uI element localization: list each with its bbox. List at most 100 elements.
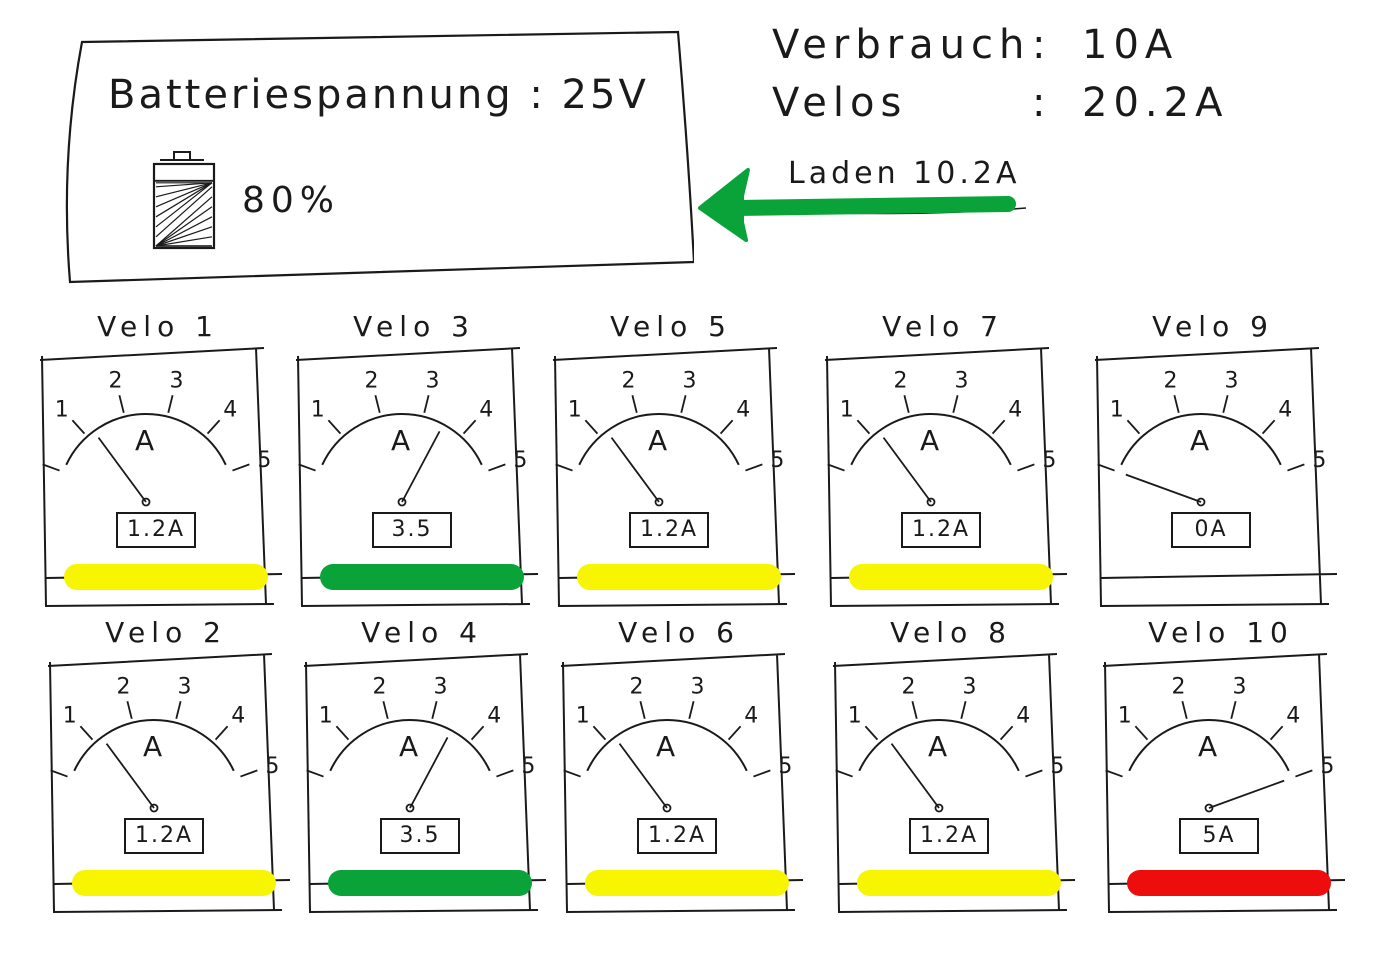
velo-meter-frame bbox=[39, 347, 282, 608]
dial-tick-label: 3 bbox=[954, 369, 968, 394]
dial-tick-label: 4 bbox=[1016, 703, 1030, 728]
velos-value: 20.2A bbox=[1082, 80, 1229, 126]
dial-tick bbox=[563, 769, 581, 778]
current-readout: 3.5 bbox=[391, 517, 433, 542]
dial-pivot bbox=[934, 803, 944, 813]
dial-needle bbox=[618, 743, 668, 809]
dial-tick bbox=[214, 725, 229, 741]
battery-panel: Batteriespannung : 25V 80% bbox=[58, 30, 694, 286]
dial-tick bbox=[126, 701, 133, 719]
dial-tick-label: 2 bbox=[109, 369, 123, 394]
dial-tick bbox=[382, 701, 389, 719]
dial-tick bbox=[903, 395, 910, 413]
dial-tick bbox=[327, 419, 342, 435]
velo-meter: Velo 10012345A5A bbox=[1101, 616, 1345, 952]
current-readout: 1.2A bbox=[134, 823, 194, 848]
dial-needle bbox=[97, 437, 147, 503]
dial-tick bbox=[50, 769, 68, 778]
dial-tick bbox=[952, 395, 959, 413]
dial-tick bbox=[374, 395, 381, 413]
dial-arc bbox=[329, 719, 491, 772]
dial-tick bbox=[911, 701, 918, 719]
dial-tick-label: 4 bbox=[487, 703, 501, 728]
dial-tick bbox=[827, 463, 845, 472]
velo-meter-frame bbox=[303, 653, 546, 914]
dial-tick bbox=[1134, 725, 1149, 741]
readout-frame bbox=[372, 512, 452, 548]
dial-unit-label: A bbox=[928, 730, 947, 763]
dial-tick-label: 4 bbox=[736, 397, 750, 422]
velo-meter: Velo 4012345A3.5 bbox=[302, 616, 546, 952]
dial-tick-label: 5 bbox=[1050, 754, 1064, 779]
velo-meter-frame bbox=[552, 347, 795, 608]
velo-meter-title: Velo 7 bbox=[882, 310, 1004, 343]
dial-needle bbox=[401, 430, 441, 503]
dial-tick bbox=[1230, 701, 1237, 719]
current-readout: 1.2A bbox=[911, 517, 971, 542]
consumption-label: Verbrauch bbox=[772, 22, 1031, 68]
velo-meter-frame bbox=[47, 653, 290, 914]
dial-tick bbox=[1181, 701, 1188, 719]
charge-arrow-icon bbox=[698, 168, 1027, 242]
readout-frame bbox=[380, 818, 460, 854]
current-readout: 1.2A bbox=[126, 517, 186, 542]
velo-meter-title: Velo 2 bbox=[105, 616, 227, 649]
dial-arc bbox=[73, 719, 235, 772]
dial-pivot bbox=[405, 803, 415, 813]
dial-tick bbox=[1097, 463, 1115, 472]
velo-meter-frame bbox=[832, 653, 1075, 914]
dial-needle bbox=[105, 743, 155, 809]
dial-arc bbox=[1120, 413, 1282, 466]
dial-tick bbox=[584, 419, 599, 435]
readout-frame bbox=[637, 818, 717, 854]
dial-tick bbox=[991, 419, 1006, 435]
battery-icon bbox=[152, 151, 216, 250]
dial-tick-label: 5 bbox=[513, 448, 527, 473]
current-level-bar bbox=[1127, 870, 1331, 896]
dial-tick-label: 1 bbox=[319, 703, 333, 728]
dial-tick bbox=[592, 725, 607, 741]
current-readout: 0A bbox=[1194, 517, 1228, 542]
current-readout: 1.2A bbox=[919, 823, 979, 848]
dial-tick-label: 1 bbox=[1118, 703, 1132, 728]
readout-frame bbox=[124, 818, 204, 854]
dial-tick-label: 1 bbox=[840, 397, 854, 422]
dial-tick-label: 5 bbox=[265, 754, 279, 779]
battery-voltage-value: : 25V bbox=[529, 72, 649, 118]
dial-tick bbox=[1287, 463, 1305, 472]
current-readout: 3.5 bbox=[399, 823, 441, 848]
velo-meter-title: Velo 3 bbox=[353, 310, 475, 343]
dial-arc bbox=[850, 413, 1012, 466]
dial-tick-label: 3 bbox=[425, 369, 439, 394]
dial-arc bbox=[858, 719, 1020, 772]
dial-tick bbox=[864, 725, 879, 741]
velos-separator: : bbox=[1032, 80, 1052, 126]
dial-tick-label: 2 bbox=[365, 369, 379, 394]
dial-tick-label: 1 bbox=[311, 397, 325, 422]
readout-frame bbox=[909, 818, 989, 854]
dial-tick bbox=[960, 701, 967, 719]
dial-tick bbox=[462, 419, 477, 435]
dial-tick-label: 1 bbox=[848, 703, 862, 728]
readout-frame bbox=[116, 512, 196, 548]
velo-meter-frame bbox=[295, 347, 538, 608]
velo-meter-title: Velo 9 bbox=[1152, 310, 1274, 343]
dial-tick bbox=[298, 463, 316, 472]
dial-arc bbox=[578, 413, 740, 466]
velo-meter: Velo 5012345A1.2A bbox=[551, 310, 795, 646]
velo-meter: Velo 6012345A1.2A bbox=[559, 616, 803, 952]
dial-tick-label: 2 bbox=[373, 675, 387, 700]
dial-tick bbox=[639, 701, 646, 719]
dial-arc bbox=[65, 413, 227, 466]
dial-tick bbox=[1222, 395, 1229, 413]
dial-tick bbox=[835, 769, 853, 778]
dial-unit-label: A bbox=[399, 730, 418, 763]
readout-frame bbox=[1179, 818, 1259, 854]
